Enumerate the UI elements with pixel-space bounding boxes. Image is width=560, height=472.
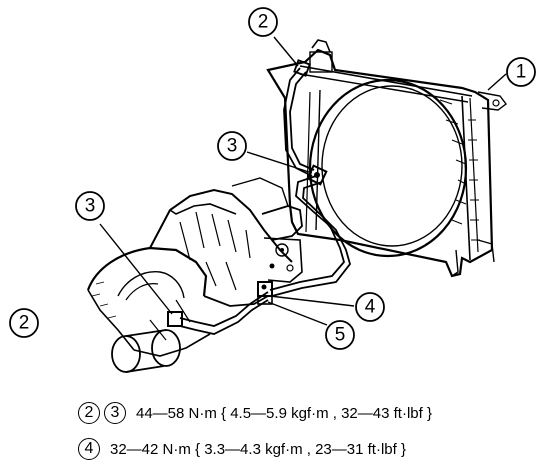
spec-ref-4: 4 (78, 438, 100, 460)
torque-spec-2-3: 2 3 44—58 N·m { 4.5—5.9 kgf·m , 32—43 ft… (78, 398, 432, 428)
callout-3-left: 3 (75, 191, 105, 221)
callout-1: 1 (506, 57, 536, 87)
torque-spec-4-text: 32—42 N·m { 3.3—4.3 kgf·m , 23—31 ft·lbf… (110, 440, 406, 458)
svg-text:3: 3 (227, 136, 238, 157)
svg-text:2: 2 (258, 12, 269, 33)
transmission (86, 177, 303, 373)
callout-3-mid: 3 (217, 131, 247, 161)
svg-text:1: 1 (516, 62, 527, 83)
spec-ref-3: 3 (104, 402, 126, 424)
svg-text:2: 2 (19, 313, 30, 334)
leader-lines (99, 36, 507, 326)
callout-5: 5 (325, 320, 355, 350)
callout-2-top: 2 (248, 7, 278, 37)
torque-spec-2-3-text: 44—58 N·m { 4.5—5.9 kgf·m , 32—43 ft·lbf… (136, 404, 432, 422)
svg-text:4: 4 (365, 297, 376, 318)
oil-cooler-pipes (179, 67, 351, 335)
torque-spec-4: 4 32—42 N·m { 3.3—4.3 kgf·m , 23—31 ft·l… (78, 434, 406, 464)
pipe-fittings (167, 59, 328, 327)
callout-2-side: 2 (9, 308, 39, 338)
svg-text:5: 5 (335, 325, 346, 346)
radiator (266, 39, 507, 278)
callout-4: 4 (355, 292, 385, 322)
svg-text:3: 3 (85, 196, 96, 217)
spec-ref-2: 2 (78, 402, 100, 424)
